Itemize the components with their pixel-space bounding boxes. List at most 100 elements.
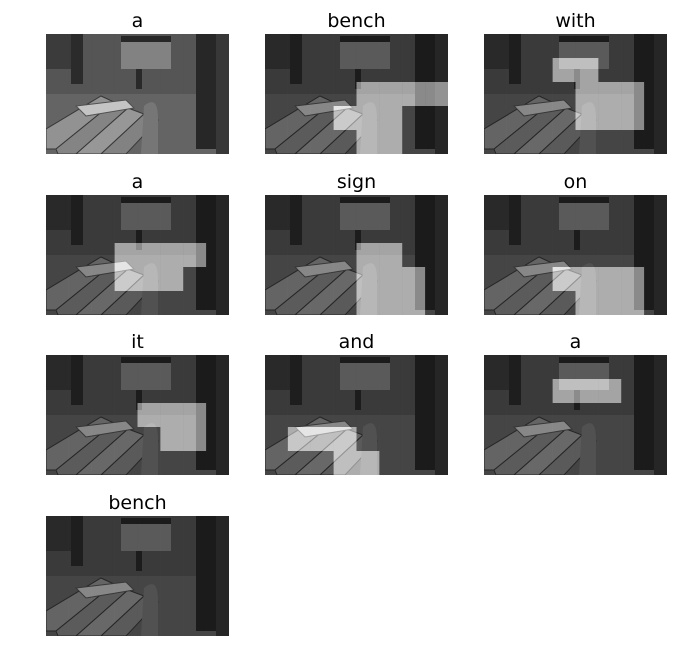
attention-mask	[46, 130, 69, 154]
attention-mask	[425, 219, 448, 243]
attention-mask	[68, 612, 92, 636]
attention-mask	[644, 291, 667, 315]
attention-mask	[310, 379, 334, 403]
attention-mask	[310, 82, 334, 106]
attention-mask	[484, 291, 507, 315]
attention-mask	[206, 34, 229, 58]
attention-mask	[68, 219, 92, 243]
attention-mask	[621, 355, 645, 379]
attention-mask	[575, 195, 599, 219]
attention-mask	[379, 195, 403, 219]
attention-mask	[552, 195, 576, 219]
attention-mask	[598, 195, 622, 219]
attention-mask	[484, 243, 507, 267]
attention-mask	[68, 427, 92, 451]
attention-mask	[137, 427, 161, 451]
attention-mask	[46, 564, 69, 588]
attention-panel: a	[46, 169, 229, 315]
attention-mask	[529, 219, 553, 243]
attention-mask	[310, 291, 334, 315]
attention-mask	[114, 291, 138, 315]
attention-mask	[137, 564, 161, 588]
attention-highlight	[160, 243, 184, 267]
attention-mask	[529, 291, 553, 315]
attention-mask	[206, 612, 229, 636]
attention-mask	[183, 106, 207, 130]
attention-highlight	[575, 106, 599, 130]
attention-highlight	[575, 379, 599, 403]
attention-mask	[265, 195, 288, 219]
attention-mask	[575, 243, 599, 267]
attention-mask	[114, 219, 138, 243]
attention-mask	[506, 82, 530, 106]
attention-mask	[529, 82, 553, 106]
attention-highlight	[402, 291, 426, 315]
attention-mask	[91, 58, 115, 82]
attention-mask	[114, 564, 138, 588]
attention-highlight	[379, 243, 403, 267]
attention-mask	[91, 195, 115, 219]
attention-mask	[425, 58, 448, 82]
attention-highlight	[160, 403, 184, 427]
attention-image	[265, 355, 448, 475]
attention-mask	[206, 130, 229, 154]
attention-mask	[68, 195, 92, 219]
attention-mask	[575, 355, 599, 379]
panel-caption: on	[563, 171, 588, 193]
attention-mask	[598, 130, 622, 154]
attention-highlight	[575, 58, 599, 82]
attention-mask	[287, 451, 311, 475]
attention-mask	[46, 267, 69, 291]
attention-mask	[356, 427, 380, 451]
attention-mask	[46, 612, 69, 636]
attention-highlight	[356, 106, 380, 130]
attention-mask	[265, 82, 288, 106]
attention-panel: bench	[46, 490, 229, 636]
attention-mask	[425, 403, 448, 427]
attention-mask	[68, 588, 92, 612]
attention-mask	[160, 58, 184, 82]
attention-mask	[425, 106, 448, 130]
attention-mask	[333, 130, 357, 154]
attention-mask	[206, 195, 229, 219]
attention-mask	[310, 34, 334, 58]
attention-mask	[91, 451, 115, 475]
panel-caption: bench	[108, 492, 167, 514]
attention-mask	[287, 34, 311, 58]
attention-highlight	[333, 451, 357, 475]
attention-mask	[333, 379, 357, 403]
attention-mask	[310, 451, 334, 475]
attention-mask	[529, 106, 553, 130]
attention-mask	[183, 291, 207, 315]
attention-mask	[333, 195, 357, 219]
attention-highlight	[114, 243, 138, 267]
attention-mask	[529, 243, 553, 267]
attention-mask	[183, 540, 207, 564]
attention-mask	[114, 34, 138, 58]
attention-mask	[356, 379, 380, 403]
attention-panel: a	[484, 329, 667, 475]
attention-mask	[644, 403, 667, 427]
attention-mask	[160, 219, 184, 243]
attention-mask	[379, 34, 403, 58]
attention-mask	[644, 82, 667, 106]
attention-mask	[310, 403, 334, 427]
attention-mask	[310, 243, 334, 267]
attention-mask	[506, 379, 530, 403]
attention-mask	[425, 130, 448, 154]
attention-mask	[183, 34, 207, 58]
attention-mask	[598, 451, 622, 475]
attention-mask	[287, 379, 311, 403]
attention-mask	[91, 106, 115, 130]
attention-mask	[529, 195, 553, 219]
attention-mask	[598, 403, 622, 427]
attention-mask	[68, 130, 92, 154]
attention-mask	[114, 451, 138, 475]
attention-mask	[265, 379, 288, 403]
attention-mask	[484, 355, 507, 379]
attention-panel: a	[46, 8, 229, 154]
attention-mask	[68, 106, 92, 130]
attention-mask	[137, 130, 161, 154]
attention-mask	[356, 58, 380, 82]
